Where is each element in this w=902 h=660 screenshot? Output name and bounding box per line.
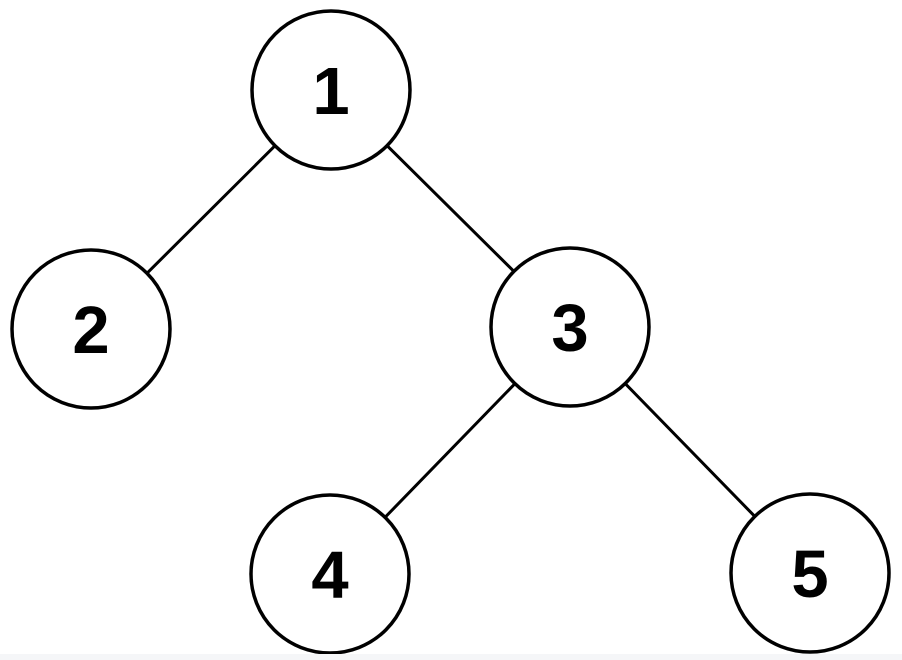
bottom-border [0,654,902,660]
node-1-label: 1 [312,54,349,129]
node-4-circle [249,493,411,655]
node-4-label: 4 [311,538,348,613]
tree-node-1: 1 [250,9,412,171]
node-1-circle [250,9,412,171]
tree-node-3: 3 [489,246,651,408]
node-5-label: 5 [791,537,828,612]
node-3-label: 3 [551,291,588,366]
tree-node-5: 5 [729,492,891,654]
tree-edges [89,88,812,576]
node-2-circle [10,248,172,410]
tree-node-2: 2 [10,248,172,410]
node-5-circle [729,492,891,654]
node-2-label: 2 [72,293,109,368]
tree-node-4: 4 [249,493,411,655]
node-3-circle [489,246,651,408]
